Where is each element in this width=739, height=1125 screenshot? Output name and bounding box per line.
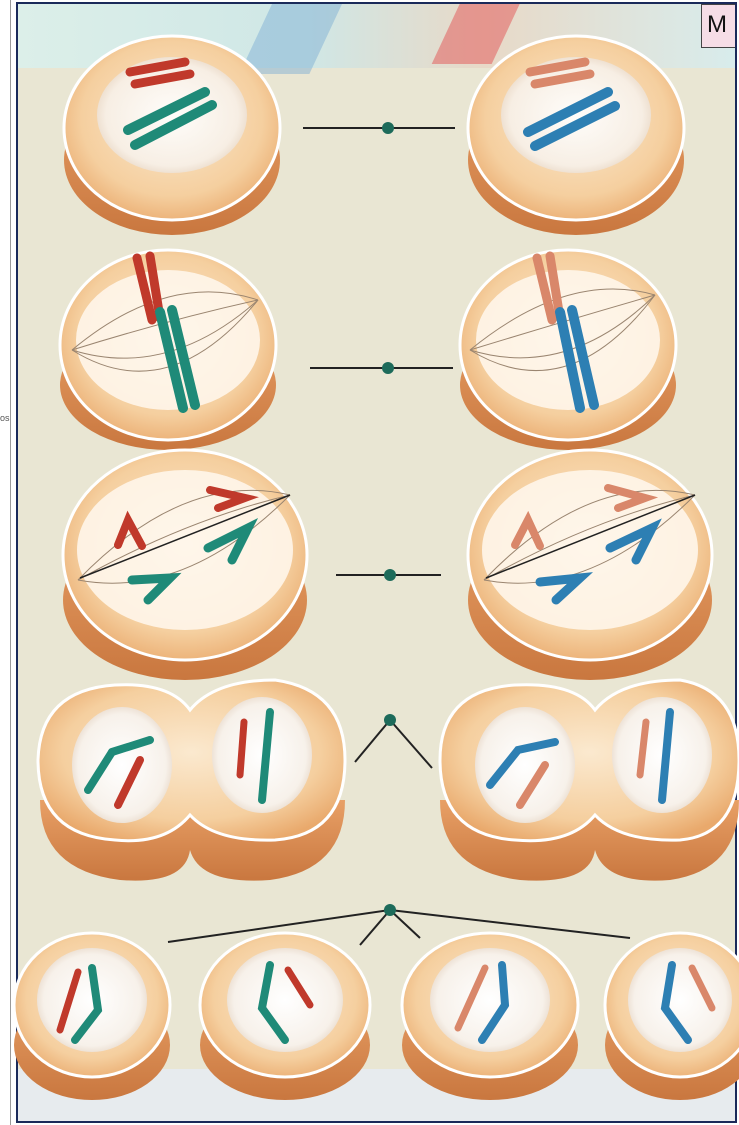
connector-node-icon bbox=[384, 714, 396, 726]
connector-row5 bbox=[168, 904, 630, 945]
cell-row4-left bbox=[38, 680, 345, 881]
cell-row3-right bbox=[468, 450, 712, 680]
connector-node-icon bbox=[382, 122, 394, 134]
connector-node-icon bbox=[382, 362, 394, 374]
cell-row2-right bbox=[460, 250, 676, 450]
connector-row3 bbox=[336, 569, 441, 581]
cell-row3-left bbox=[63, 450, 307, 680]
connector-row4 bbox=[355, 714, 432, 768]
cell-row1-right bbox=[468, 36, 684, 235]
cell-row4-right bbox=[440, 680, 739, 881]
connector-row2 bbox=[310, 362, 453, 374]
connector-node-icon bbox=[384, 569, 396, 581]
connector-row1 bbox=[303, 122, 455, 134]
daughter-cell-4 bbox=[605, 933, 739, 1100]
daughter-cell-1 bbox=[14, 933, 170, 1100]
cell-row2-left bbox=[60, 250, 276, 450]
daughter-cell-2 bbox=[200, 933, 370, 1100]
connector-node-icon bbox=[384, 904, 396, 916]
cell-row1-left bbox=[64, 36, 280, 235]
daughter-cell-3 bbox=[402, 933, 578, 1100]
